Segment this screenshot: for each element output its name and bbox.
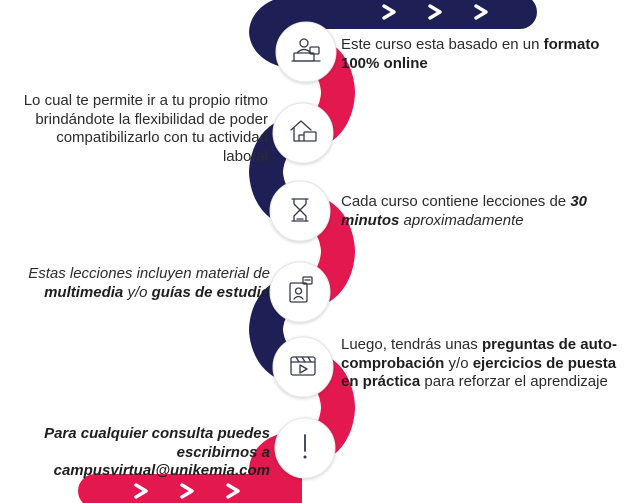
step-icons xyxy=(289,38,321,459)
step-node-4 xyxy=(269,261,331,323)
online-student-icon xyxy=(291,38,321,62)
step-3-text: Cada curso contiene lecciones de 30 minu… xyxy=(341,193,633,230)
text-run: para reforzar el aprendizaje xyxy=(420,373,608,390)
step-2-text: Lo cual te permite ir a tu propio ritmo … xyxy=(18,92,268,166)
text-run: Estas lecciones incluyen material de xyxy=(28,265,270,282)
text-run: multimedia xyxy=(44,283,124,301)
study-material-icon xyxy=(289,276,313,303)
top-chevron-2 xyxy=(428,4,442,20)
bottom-chevron-1 xyxy=(134,483,148,499)
hourglass-icon xyxy=(291,198,309,222)
chevron-arrows xyxy=(134,4,488,499)
top-bar-cap xyxy=(503,0,537,29)
text-run: Cada curso contiene lecciones de xyxy=(341,193,571,210)
text-run: Luego, tendrás unas xyxy=(341,336,482,353)
home-work-icon xyxy=(290,120,317,142)
bottom-bar-cap xyxy=(78,474,112,503)
exclamation-icon xyxy=(303,434,307,459)
text-run: formato 100% online xyxy=(341,36,600,72)
step-node-2 xyxy=(272,102,334,164)
video-player-icon xyxy=(290,356,316,376)
text-run: ejercicios de puesta en práctica xyxy=(341,354,617,391)
bottom-chevron-3 xyxy=(226,483,240,499)
text-run: Lo cual te permite ir a tu propio ritmo … xyxy=(23,92,268,165)
step-4-text: Estas lecciones incluyen material de mul… xyxy=(14,265,270,302)
bottom-chevron-2 xyxy=(180,483,194,499)
step-6-text: Para cualquier consulta puedes escribirn… xyxy=(14,425,270,481)
step-5-text: Luego, tendrás unas preguntas de auto-co… xyxy=(341,336,635,392)
step-node-3 xyxy=(269,180,331,242)
text-run: y/o xyxy=(123,283,152,301)
top-chevron-1 xyxy=(382,4,396,20)
top-chevron-3 xyxy=(474,4,488,20)
text-run: 30 minutos xyxy=(341,193,587,229)
text-run: y/o xyxy=(444,354,473,372)
text-run: Para cualquier consulta puedes escribirn… xyxy=(44,425,270,479)
step-1-text: Este curso esta basado en un formato 100… xyxy=(341,36,633,73)
step-node-1 xyxy=(275,21,337,83)
text-run: aproximadamente xyxy=(399,211,524,229)
text-run: Este curso esta basado en un xyxy=(341,36,544,53)
text-run: preguntas de auto-comprobación xyxy=(341,336,617,372)
text-run: guías de estudio xyxy=(151,283,270,301)
